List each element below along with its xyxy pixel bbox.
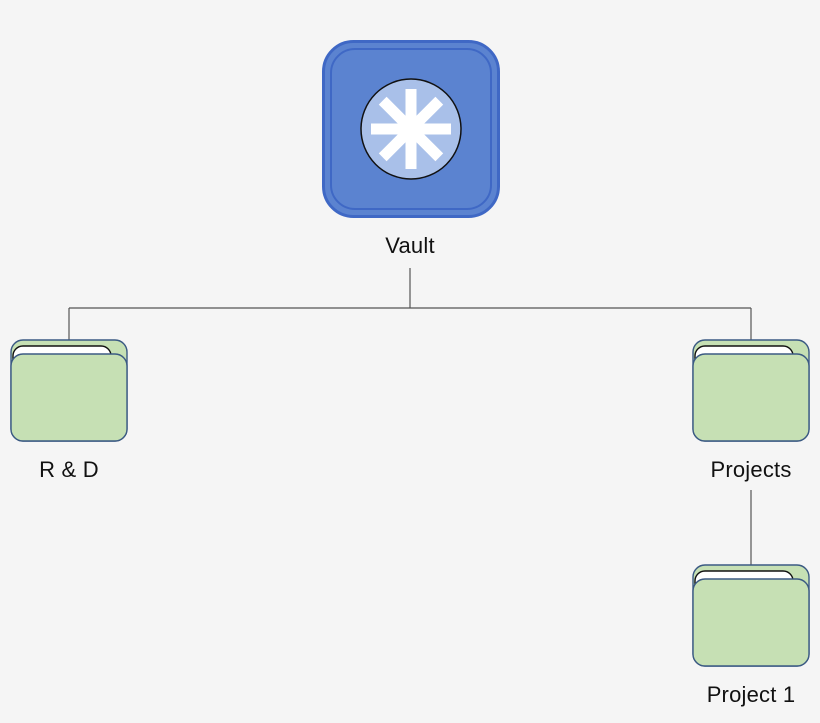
vault-label: Vault xyxy=(385,233,435,258)
projects-label: Projects xyxy=(710,457,792,482)
rnd-folder-node[interactable] xyxy=(10,338,130,444)
folder-icon xyxy=(692,564,810,667)
folder-icon xyxy=(10,339,128,442)
vault-icon xyxy=(322,40,500,218)
rnd-label: R & D xyxy=(39,457,99,482)
folder-icon xyxy=(692,339,810,442)
projects-folder-node[interactable] xyxy=(692,338,812,444)
vault-node[interactable] xyxy=(322,40,500,218)
project1-label: Project 1 xyxy=(706,682,796,707)
project1-folder-node[interactable] xyxy=(692,563,812,669)
